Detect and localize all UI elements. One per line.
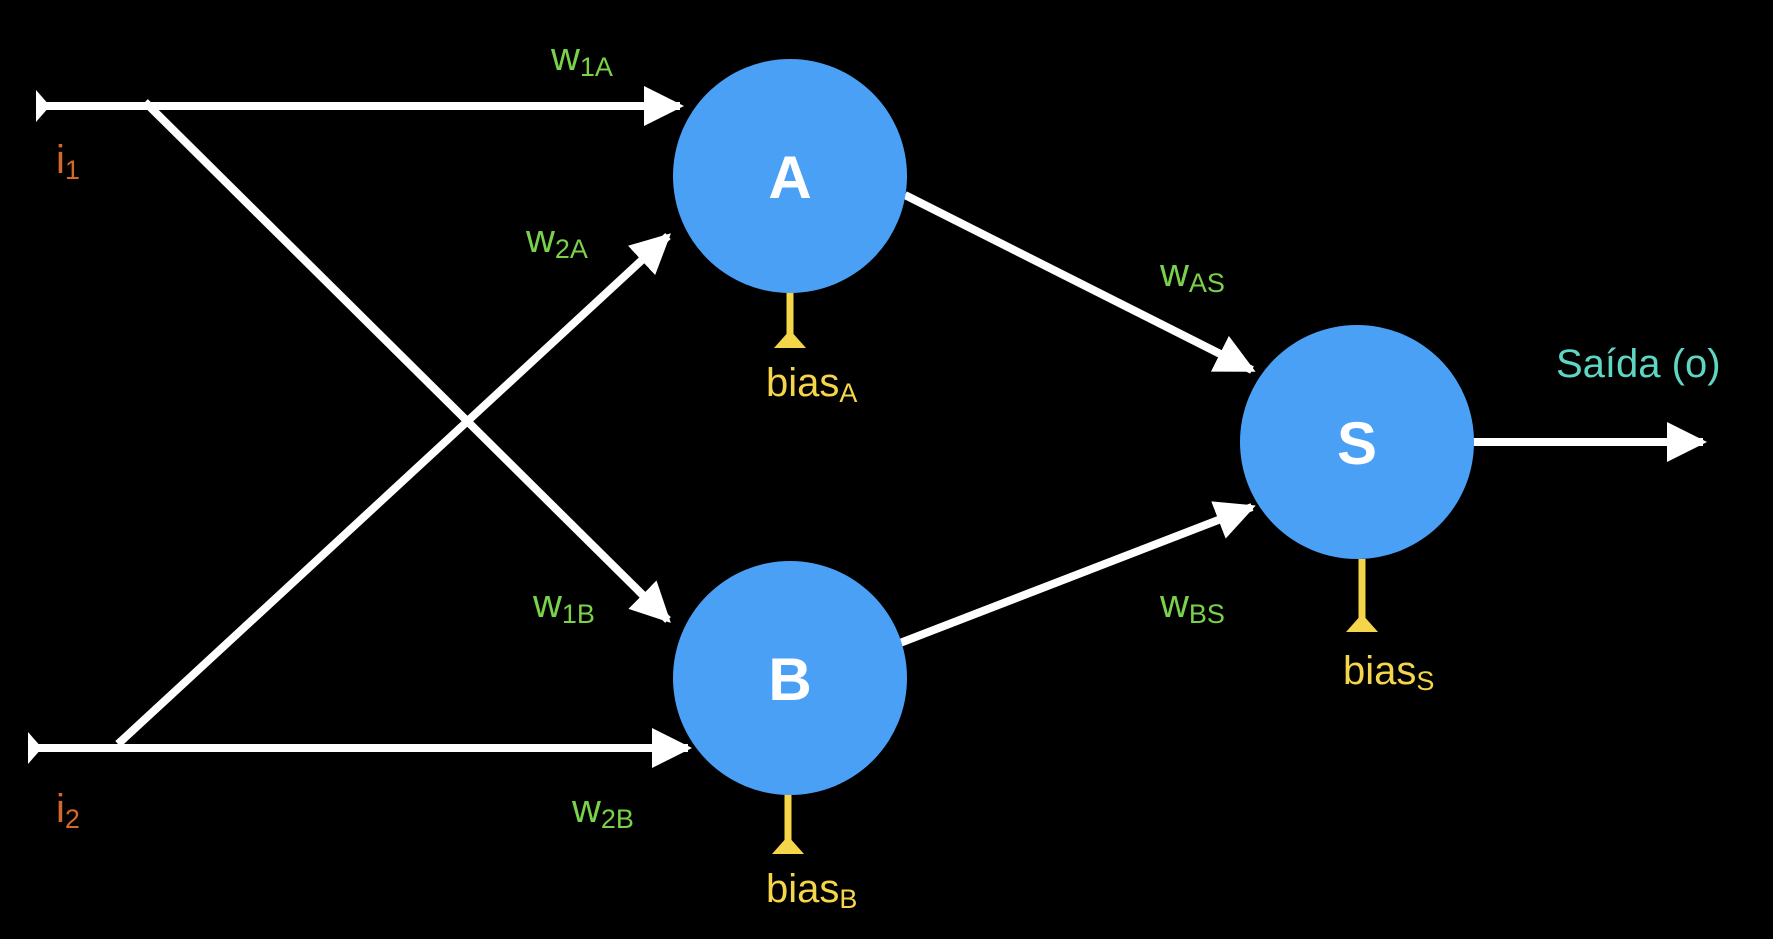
edge-b-s	[898, 501, 1256, 647]
edge-a-s	[903, 191, 1256, 374]
weight-1b-label: w1B	[532, 582, 595, 629]
weight-as-label: wAS	[1159, 251, 1225, 298]
input-2-tail-icon	[28, 732, 42, 764]
weight-2a-label: w2A	[525, 217, 588, 264]
weight-1a-label: w1A	[550, 35, 613, 82]
input-1-label: i1	[56, 138, 80, 185]
bias-s-label: biasS	[1343, 649, 1434, 696]
bias-b-label: biasB	[766, 867, 857, 914]
output-label: Saída (o)	[1556, 342, 1721, 386]
node-b-label: B	[768, 646, 811, 713]
node-a	[673, 59, 907, 293]
weight-bs-label: wBS	[1159, 582, 1225, 629]
bias-a-label: biasA	[766, 361, 857, 408]
input-2-label: i2	[56, 787, 80, 834]
node-a-label: A	[768, 144, 811, 211]
bias-b-connector	[772, 793, 804, 854]
bias-s-connector	[1346, 559, 1378, 632]
edge-i2-a	[115, 233, 671, 747]
node-s	[1240, 325, 1474, 559]
node-b	[673, 561, 907, 795]
edge-i1-b	[142, 99, 671, 623]
weight-2b-label: w2B	[571, 787, 634, 834]
node-s-label: S	[1337, 410, 1377, 477]
bias-a-connector	[774, 292, 806, 348]
